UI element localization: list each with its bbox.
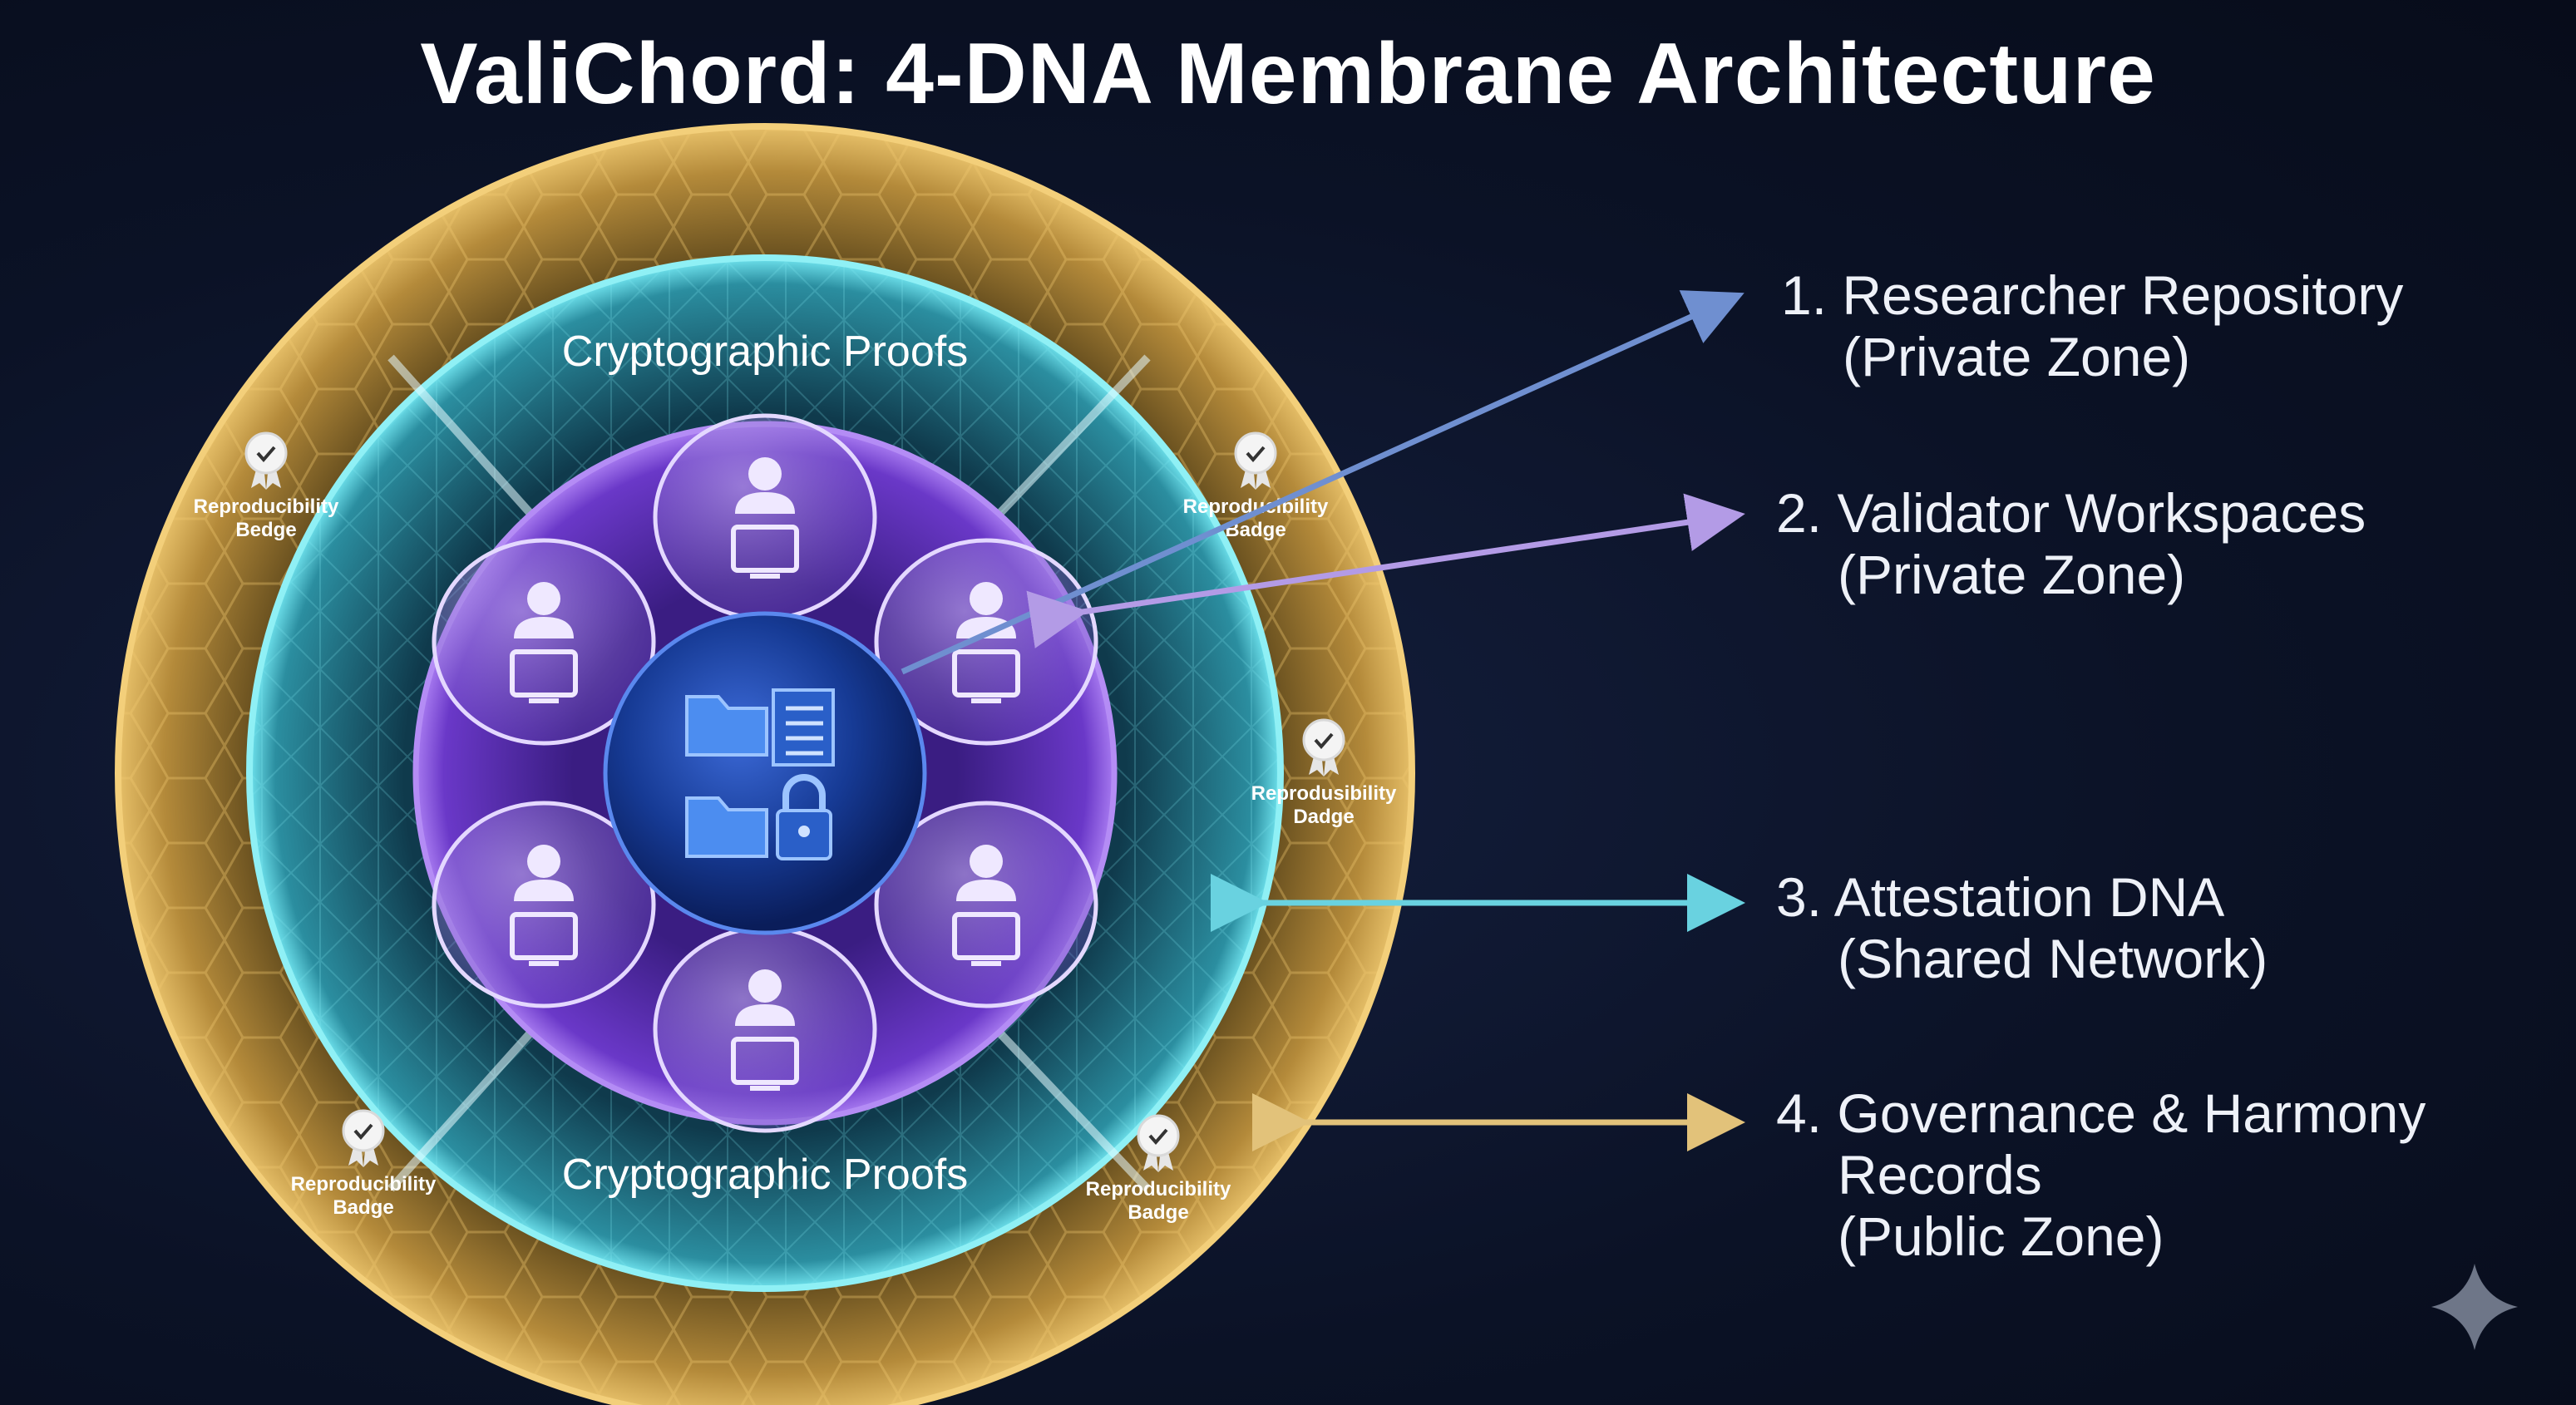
arrow-validator-workspaces (1026, 493, 1745, 648)
zone-1-name: Researcher Repository (1842, 264, 2404, 326)
zone-label-4: 4. Governance & Harmony Records (Public … (1776, 1082, 2425, 1267)
badge-icon (244, 431, 288, 490)
monitor-icon (510, 649, 578, 703)
zone-3-name: Attestation DNA (1833, 866, 2225, 928)
zone-label-2: 2. Validator Workspaces (Private Zone) (1776, 482, 2366, 605)
validator-workspace-bubble (432, 801, 656, 1008)
user-icon (956, 845, 1016, 901)
monitor-icon (510, 912, 578, 966)
badge-label-line1: Reproducibility (291, 1173, 437, 1195)
zone-2-sub: (Private Zone) (1838, 544, 2186, 605)
badge-icon (1302, 718, 1345, 776)
badge-label-line2: Dadge (1293, 806, 1354, 828)
badge-label-line2: Badge (1128, 1201, 1188, 1224)
zone-1-number: 1. (1781, 264, 1828, 326)
badge-label-line1: Reprodusibility (1251, 782, 1397, 805)
sparkle-icon (2431, 1264, 2518, 1350)
lock-icon (776, 774, 832, 860)
monitor-icon (952, 649, 1020, 703)
badge-label-line1: Reproducibility (1086, 1178, 1231, 1200)
light-beams (387, 354, 1151, 1192)
zone-3-sub: (Shared Network) (1838, 928, 2268, 989)
user-icon (956, 582, 1016, 638)
reproducibility-badges: ReproducibilityBedgeReproducibilityBadge… (194, 431, 1397, 1224)
badge-icon (1234, 431, 1277, 490)
document-icon (772, 688, 835, 767)
badge-icon (1137, 1114, 1180, 1172)
user-icon (735, 457, 795, 514)
monitor-icon (731, 1037, 799, 1091)
badge-label-line2: Bedge (235, 519, 296, 541)
page-title: ValiChord: 4-DNA Membrane Architecture (420, 26, 2156, 122)
zone-label-3: 3. Attestation DNA (Shared Network) (1776, 866, 2268, 989)
zone-label-1: 1. Researcher Repository (Private Zone) (1781, 264, 2403, 387)
zone-3-number: 3. (1776, 866, 1823, 928)
validator-workspace-bubble (653, 925, 877, 1133)
zone-2-number: 2. (1776, 482, 1823, 544)
user-icon (735, 969, 795, 1026)
badge-label-line2: Badge (333, 1196, 393, 1219)
proofs-label-bottom: Cryptographic Proofs (562, 1151, 968, 1199)
monitor-icon (952, 912, 1020, 966)
zone-4-sub: (Public Zone) (1838, 1205, 2164, 1267)
monitor-icon (731, 525, 799, 579)
zone-1-sub: (Private Zone) (1843, 326, 2191, 387)
folder-icon (685, 695, 768, 757)
validator-workspace-bubble (653, 413, 877, 621)
zone-4-sub2: Records (1838, 1144, 2042, 1205)
validator-workspace-bubble (874, 801, 1098, 1008)
badge-label-line1: Reproducibility (194, 495, 339, 518)
zone-4-name: Governance & Harmony (1837, 1082, 2426, 1144)
zone-2-name: Validator Workspaces (1837, 482, 2366, 544)
folder-icon (685, 796, 768, 858)
validator-workspaces (432, 413, 1098, 1133)
researcher-repository-core (603, 611, 927, 935)
user-icon (514, 845, 574, 901)
proofs-label-top: Cryptographic Proofs (562, 328, 968, 376)
user-icon (514, 582, 574, 638)
zone-4-number: 4. (1776, 1082, 1823, 1144)
badge-icon (342, 1109, 385, 1167)
validator-workspace-bubble (432, 538, 656, 746)
